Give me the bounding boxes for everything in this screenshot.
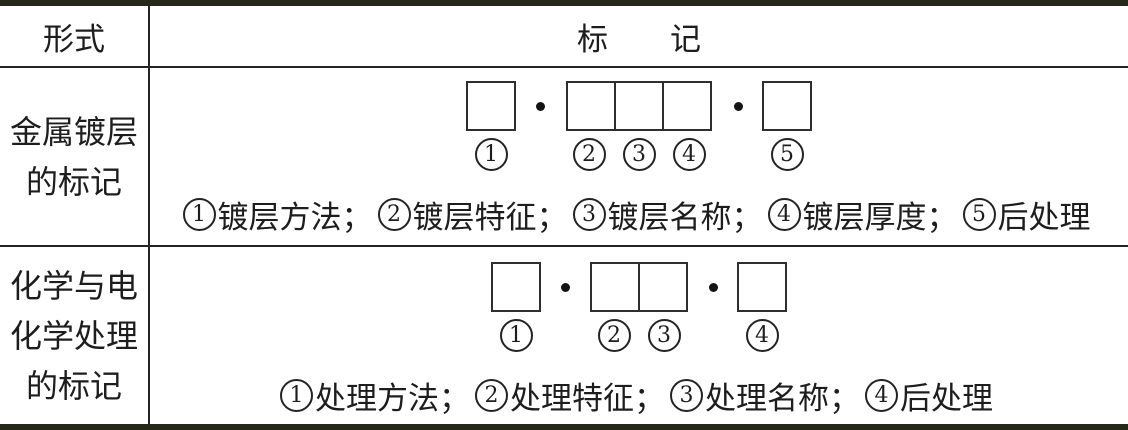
circled-number: 3	[670, 379, 703, 412]
code-box	[466, 81, 516, 131]
form-line: 的标记	[25, 162, 122, 201]
separator-dot	[535, 101, 545, 111]
circled-number: 2	[597, 319, 631, 352]
header-form: 形式	[0, 6, 150, 68]
form-line: 金属镀层	[9, 112, 138, 151]
form-line: 化学处理	[9, 316, 138, 355]
legend-label: 镀层厚度；	[802, 200, 958, 236]
form-cell: 金属镀层的标记	[0, 68, 150, 247]
code-box	[638, 262, 688, 312]
header-mark: 标 记	[150, 6, 1128, 68]
legend-label: 处理特征；	[510, 381, 665, 417]
circled-number: 4	[672, 138, 706, 171]
circled-number: 2	[572, 138, 606, 171]
form-line: 的标记	[25, 366, 122, 405]
form-line: 化学与电	[9, 266, 138, 305]
separator-dot-unit	[541, 262, 589, 353]
form-cell: 化学与电化学处理的标记	[0, 247, 150, 424]
circled-number: 1	[182, 198, 216, 231]
circled-number: 3	[622, 138, 656, 171]
separator-dot	[560, 282, 570, 292]
circled-number: 2	[377, 198, 411, 231]
circled-number: 1	[474, 138, 508, 171]
separator-dot-unit	[714, 81, 762, 172]
box-group: 5	[762, 81, 812, 172]
circled-number: 3	[572, 198, 606, 231]
circled-number: 3	[647, 319, 681, 352]
box-group: 1	[466, 81, 516, 172]
separator-dot	[733, 101, 743, 111]
legend-label: 镀层方法；	[217, 200, 373, 236]
box-group: 4	[737, 262, 787, 353]
code-box	[762, 81, 812, 131]
code-box	[566, 81, 616, 131]
legend-label: 后处理	[900, 381, 993, 417]
circled-number: 1	[499, 319, 533, 352]
code-box	[491, 262, 541, 312]
circled-number: 4	[767, 198, 801, 231]
circled-number: 2	[475, 379, 508, 412]
code-box	[662, 81, 712, 131]
separator-dot	[708, 282, 718, 292]
circled-number: 5	[770, 138, 804, 171]
legend-label: 镀层特征；	[412, 200, 568, 236]
circled-number: 5	[962, 198, 996, 231]
code-box	[737, 262, 787, 312]
code-box	[614, 81, 664, 131]
code-box	[590, 262, 640, 312]
legend-label: 后处理	[997, 200, 1091, 236]
circled-number: 4	[865, 379, 898, 412]
box-group: 1	[491, 262, 541, 353]
separator-dot-unit	[689, 262, 737, 353]
circled-number: 1	[280, 379, 313, 412]
legend-label: 处理名称；	[705, 381, 860, 417]
separator-dot-unit	[516, 81, 564, 172]
legend-label: 处理方法；	[315, 381, 470, 417]
legend-label: 镀层名称；	[607, 200, 763, 236]
circled-number: 4	[745, 319, 779, 352]
